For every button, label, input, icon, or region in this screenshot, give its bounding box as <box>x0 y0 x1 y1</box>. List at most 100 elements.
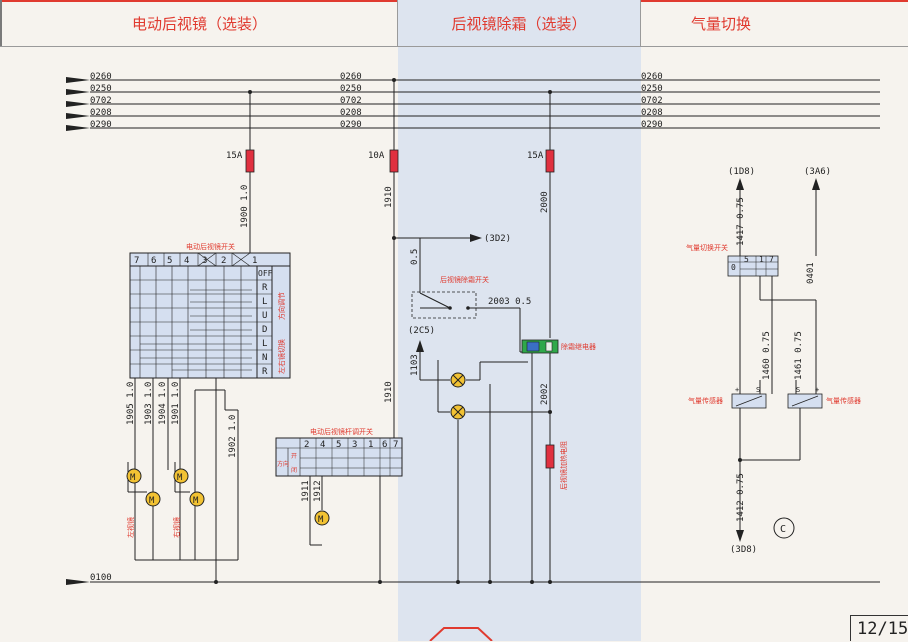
section-title-mirror-defrost: 后视镜除霜（选装） <box>398 0 641 46</box>
bus-label: 0702 <box>641 96 663 106</box>
bus-label: 0290 <box>641 120 663 130</box>
bus-label: 0702 <box>90 96 112 106</box>
svg-text:1: 1 <box>368 440 373 450</box>
fuse-1: 15A <box>226 149 255 173</box>
svg-text:闭: 闭 <box>291 466 297 474</box>
mirror-switch-label: 电动后视镜开关 <box>186 242 235 251</box>
mirror-motors: M M M M M <box>126 468 330 526</box>
svg-text:M: M <box>177 473 183 483</box>
bus-label: 0250 <box>641 84 663 94</box>
svg-text:0: 0 <box>731 263 736 272</box>
section-title-electric-mirror: 电动后视镜（选装） <box>0 0 398 46</box>
arrow-2c5 <box>416 340 424 352</box>
connector-circle-label: C <box>780 524 786 535</box>
svg-text:M: M <box>318 515 324 525</box>
wires <box>127 80 817 582</box>
arrow-3d2 <box>470 234 482 242</box>
wire-label: 1904 1.0 <box>158 382 168 425</box>
svg-text:D: D <box>262 325 267 335</box>
ground-bus-label: 0100 <box>90 573 112 583</box>
fuse-2: 10A <box>368 149 399 173</box>
bus-arrow-0250 <box>66 89 90 95</box>
section-title-air-switch: 气量切换 <box>691 14 752 33</box>
arrow-1d8 <box>736 178 744 190</box>
wire-label: 1461 0.75 <box>794 331 804 380</box>
wire-label: 1900 1.0 <box>240 185 250 228</box>
bus-label: 0260 <box>90 72 112 82</box>
bus-label: 0290 <box>90 120 112 130</box>
direction-adjust-label: 方向调节 <box>277 292 286 320</box>
svg-text:3: 3 <box>202 256 207 266</box>
right-mirror-label: 右视镜 <box>172 517 181 538</box>
wire-label: 0.5 <box>410 249 420 265</box>
ground-bus-arrow <box>66 579 90 585</box>
bus-arrow-0290 <box>66 125 90 131</box>
bus-label: 0208 <box>90 108 112 118</box>
svg-text:R: R <box>262 367 268 377</box>
bus-arrows <box>66 77 90 131</box>
svg-text:S: S <box>796 386 800 394</box>
left-right-switch-label: 左右镜切换 <box>277 339 286 374</box>
svg-text:N: N <box>262 353 267 363</box>
bus-arrow-0260 <box>66 77 90 83</box>
svg-text:5: 5 <box>336 440 341 450</box>
heater-label: 后视镜加热电阻 <box>559 441 568 490</box>
svg-text:L: L <box>262 297 267 307</box>
bus-label: 0250 <box>340 84 362 94</box>
svg-text:5: 5 <box>167 256 172 266</box>
ref-3d2: (3D2) <box>484 234 511 244</box>
arrow-3a6 <box>812 178 820 190</box>
svg-text:15A: 15A <box>527 151 544 161</box>
left-mirror-label: 左视镜 <box>126 517 135 538</box>
wire-label: 1902 1.0 <box>228 415 238 458</box>
svg-text:7: 7 <box>769 255 774 264</box>
bus-label: 0250 <box>90 84 112 94</box>
svg-text:6: 6 <box>151 256 156 266</box>
bus-arrow-0208 <box>66 113 90 119</box>
arrow-3d8 <box>736 530 744 542</box>
bus-label: 0208 <box>641 108 663 118</box>
svg-text:2: 2 <box>304 440 309 450</box>
svg-text:OFF: OFF <box>258 269 273 278</box>
svg-text:开: 开 <box>291 453 297 460</box>
connector-circle <box>773 517 795 539</box>
svg-text:7: 7 <box>134 256 139 266</box>
svg-text:L: L <box>262 339 267 349</box>
section-header: 电动后视镜（选装） 后视镜除霜（选装） 气量切换 <box>0 0 908 46</box>
wire-label: 1905 1.0 <box>126 382 136 425</box>
svg-text:15A: 15A <box>226 151 243 161</box>
svg-text:1: 1 <box>252 256 257 266</box>
svg-text:2: 2 <box>221 256 226 266</box>
svg-text:4: 4 <box>184 256 189 266</box>
svg-text:S: S <box>756 386 760 394</box>
defrost-switch <box>411 291 477 319</box>
wire-label: 1910 <box>384 186 394 208</box>
svg-text:方向: 方向 <box>277 460 289 468</box>
ref-1d8: (1D8) <box>728 167 755 177</box>
lever-switch-label: 电动后视镜杆调开关 <box>310 427 373 436</box>
wire-label: 1903 1.0 <box>144 382 154 425</box>
mirror-switch: 7 6 5 4 3 2 1 OFF R L U D L N R 方向调节 左右镜… <box>129 252 291 379</box>
header-divider <box>0 46 908 47</box>
air-switch: 5 1 7 0 <box>727 255 779 277</box>
svg-text:M: M <box>193 496 199 506</box>
wire-label: 1912 <box>313 480 323 502</box>
bottom-connector-mark <box>429 627 493 641</box>
defrost-relay-label: 除霜继电器 <box>561 342 596 351</box>
wire-label: 1417 0.75 <box>736 197 746 246</box>
svg-text:R: R <box>262 283 268 293</box>
wire-label: 2003 0.5 <box>488 297 531 307</box>
air-switch-label: 气量切换开关 <box>686 243 728 252</box>
wire-label: 1412 0.75 <box>736 473 746 522</box>
wire-label: 1460 0.75 <box>762 331 772 380</box>
svg-text:U: U <box>262 311 267 321</box>
wire-label: 2002 <box>540 383 550 405</box>
svg-text:M: M <box>130 473 136 483</box>
bus-label: 0260 <box>641 72 663 82</box>
svg-text:6: 6 <box>382 440 387 450</box>
bus-label: 0208 <box>340 108 362 118</box>
wire-label: 1103 <box>410 354 420 376</box>
wire-label: 1910 <box>384 381 394 403</box>
ref-2c5: (2C5) <box>408 326 435 336</box>
